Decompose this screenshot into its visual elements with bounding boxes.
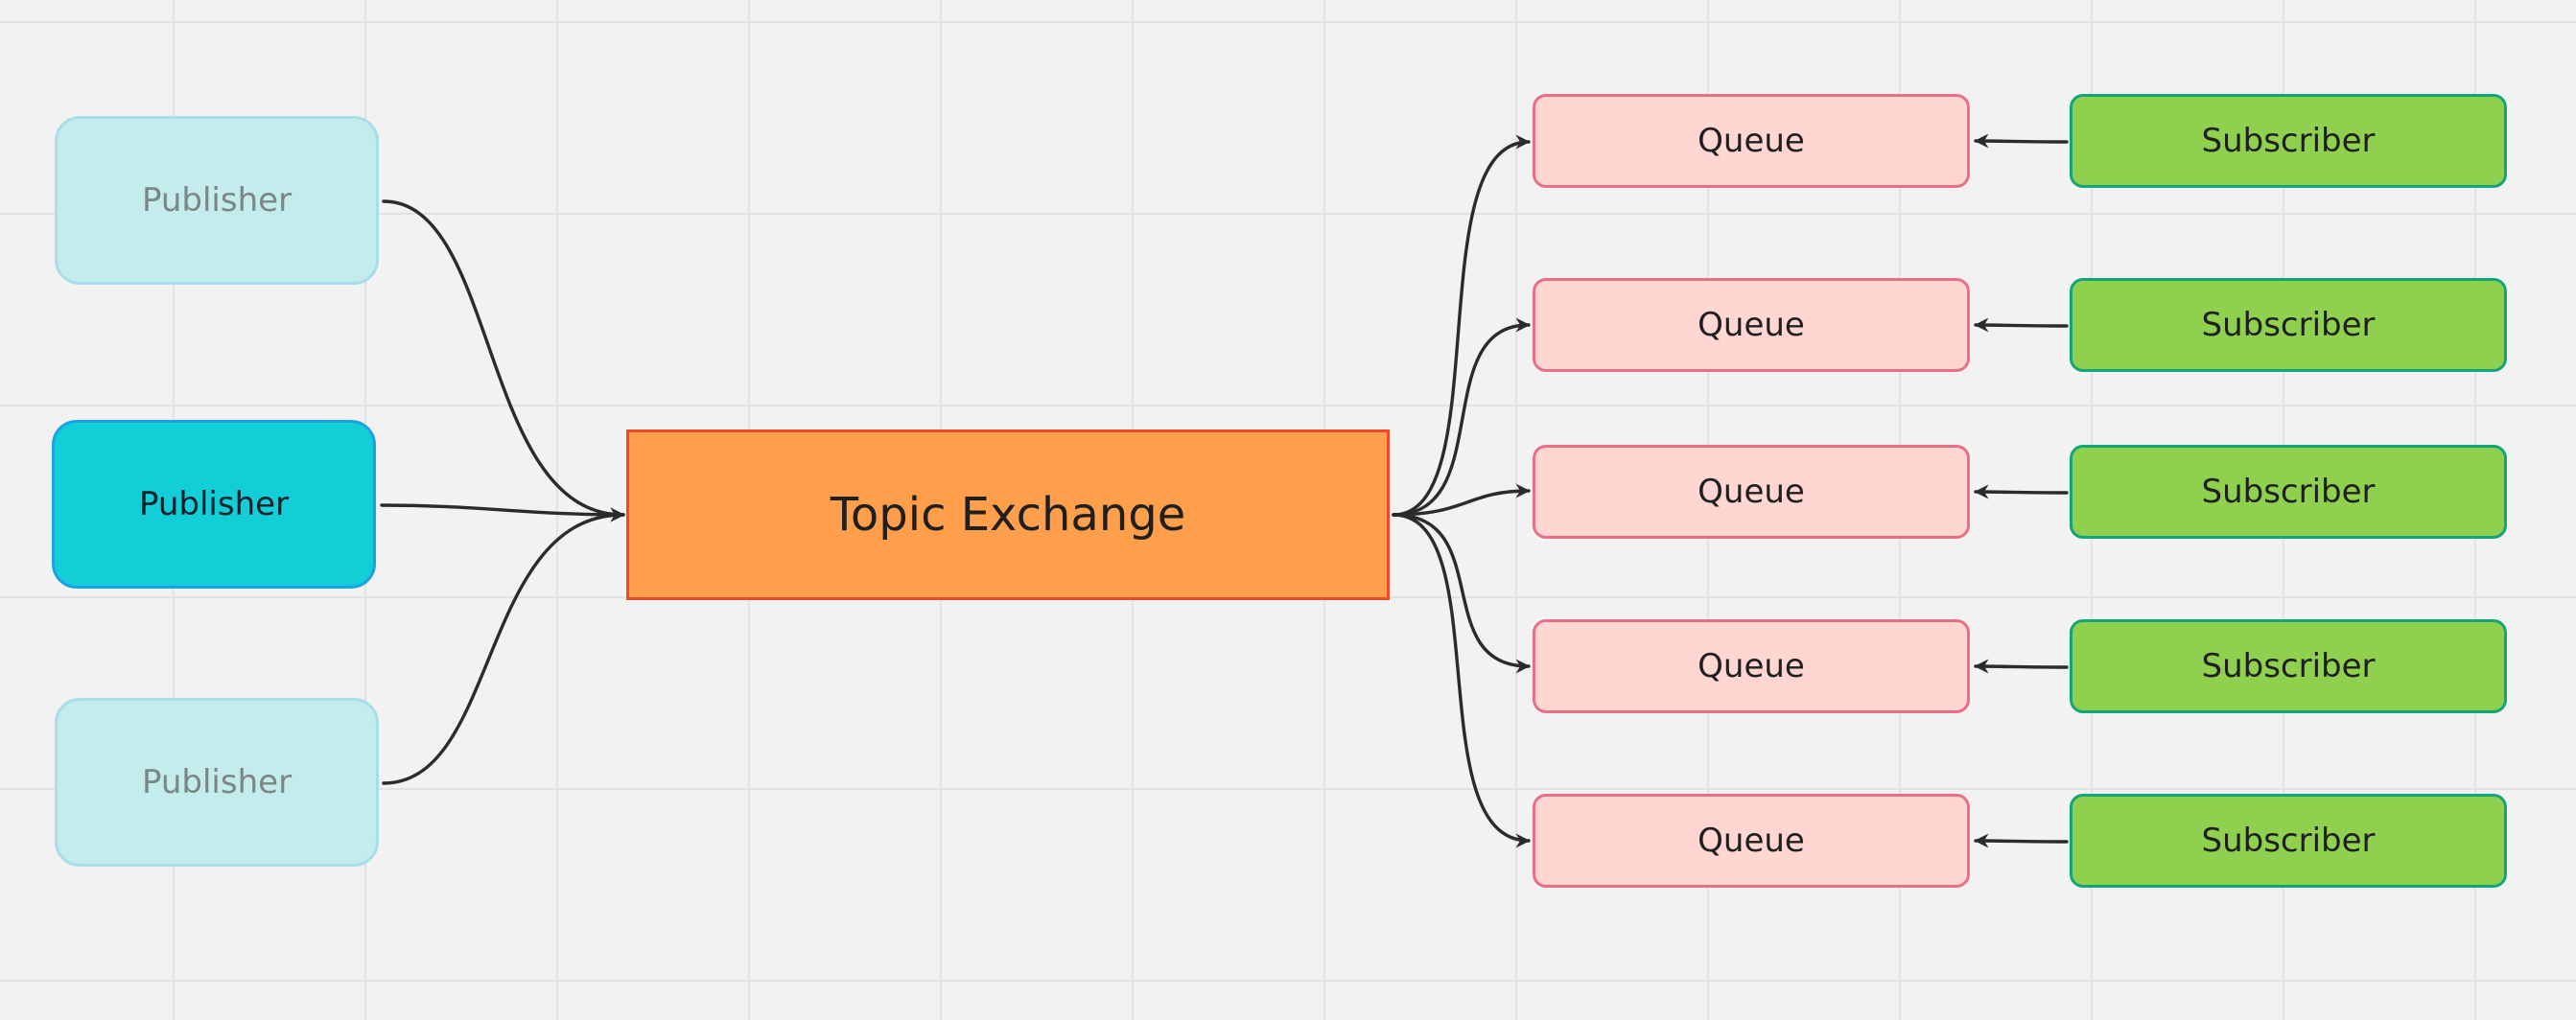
- publisher-label: Publisher: [141, 763, 293, 801]
- publisher-node-3[interactable]: Publisher: [55, 698, 379, 867]
- queue-label: Queue: [1698, 822, 1805, 860]
- connector-publisher-1-to-exchange[interactable]: [382, 199, 625, 522]
- connector-publisher-3-to-exchange[interactable]: [382, 507, 625, 785]
- subscriber-node-3[interactable]: Subscriber: [2070, 445, 2507, 539]
- queue-node-2[interactable]: Queue: [1533, 278, 1970, 372]
- queue-label: Queue: [1698, 306, 1805, 344]
- subscriber-label: Subscriber: [2201, 822, 2376, 860]
- subscriber-label: Subscriber: [2201, 306, 2376, 344]
- connector-subscriber-3-to-queue-3[interactable]: [1974, 484, 2069, 499]
- connector-exchange-to-queue-3[interactable]: [1392, 483, 1531, 517]
- connector-exchange-to-queue-2[interactable]: [1392, 317, 1531, 517]
- connector-publisher-2-to-exchange[interactable]: [380, 503, 625, 522]
- connector-subscriber-2-to-queue-2[interactable]: [1974, 317, 2069, 333]
- subscriber-label: Subscriber: [2201, 122, 2376, 160]
- queue-label: Queue: [1698, 473, 1805, 511]
- queue-label: Queue: [1698, 647, 1805, 685]
- queue-node-5[interactable]: Queue: [1533, 794, 1970, 888]
- subscriber-node-4[interactable]: Subscriber: [2070, 619, 2507, 713]
- exchange-label: Topic Exchange: [830, 488, 1186, 542]
- subscriber-node-5[interactable]: Subscriber: [2070, 794, 2507, 888]
- queue-node-1[interactable]: Queue: [1533, 94, 1970, 188]
- publisher-node-2[interactable]: Publisher: [52, 420, 376, 589]
- topic-exchange-node[interactable]: Topic Exchange: [626, 429, 1390, 600]
- connector-subscriber-1-to-queue-1[interactable]: [1974, 133, 2069, 149]
- subscriber-node-1[interactable]: Subscriber: [2070, 94, 2507, 188]
- queue-node-4[interactable]: Queue: [1533, 619, 1970, 713]
- publisher-label: Publisher: [138, 485, 290, 523]
- connector-subscriber-5-to-queue-5[interactable]: [1974, 833, 2069, 848]
- connector-exchange-to-queue-5[interactable]: [1392, 513, 1531, 848]
- subscriber-label: Subscriber: [2201, 473, 2376, 511]
- connector-exchange-to-queue-1[interactable]: [1392, 134, 1531, 517]
- subscriber-label: Subscriber: [2201, 647, 2376, 685]
- publisher-node-1[interactable]: Publisher: [55, 116, 379, 285]
- queue-label: Queue: [1698, 122, 1805, 160]
- connector-exchange-to-queue-4[interactable]: [1392, 513, 1531, 674]
- connector-subscriber-4-to-queue-4[interactable]: [1974, 659, 2069, 674]
- subscriber-node-2[interactable]: Subscriber: [2070, 278, 2507, 372]
- publisher-label: Publisher: [141, 181, 293, 220]
- queue-node-3[interactable]: Queue: [1533, 445, 1970, 539]
